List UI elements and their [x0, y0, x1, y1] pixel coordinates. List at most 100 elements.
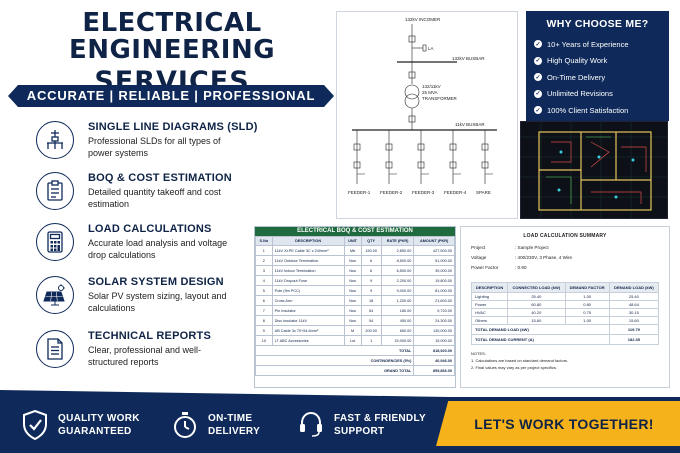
table-cell: Nos	[343, 285, 362, 296]
table-cell: 15,000.00	[413, 335, 455, 346]
service-description: Professional SLDs for all types of power…	[88, 136, 221, 159]
load-calc-header-cell: CONNECTED LOAD (kW)	[507, 282, 566, 293]
table-cell: 51,000.00	[413, 255, 455, 266]
cad-floor-plan	[520, 121, 668, 219]
table-cell: Nos	[343, 295, 362, 306]
service-description: Solar PV system sizing, layout and calcu…	[88, 291, 227, 314]
table-cell: 9	[360, 285, 382, 296]
table-cell: 1.00	[564, 316, 610, 325]
boq-total-value: 859,866.00	[413, 365, 455, 376]
why-item: ✓High Quality Work	[534, 56, 608, 66]
summary-label: TOTAL DEMAND CURRENT (A)	[471, 334, 610, 345]
title-line-1: ELECTRICAL ENGINEERING	[68, 8, 276, 66]
sld-feeder: FEEDER-1	[348, 130, 371, 195]
sld-transformer-label-3: TRANSFORMER	[422, 96, 458, 101]
why-item: ✓100% Client Satisfaction	[534, 105, 629, 115]
boq-total-label: TOTAL	[254, 345, 415, 356]
single-line-diagram-panel: 132kV INCOMER LA 132kV BUSBAR 132/11kV 2…	[336, 11, 518, 219]
table-cell: 54	[360, 305, 382, 316]
boq-header-cell: DESCRIPTION	[271, 236, 345, 246]
table-cell: 6	[360, 265, 382, 276]
service-heading: SOLAR SYSTEM DESIGN	[88, 276, 224, 288]
table-cell: 30.15	[608, 308, 660, 317]
table-cell: 6,500.00	[380, 265, 415, 276]
sld-feeder-label: FEEDER-3	[412, 190, 435, 195]
table-cell: 19,800.00	[413, 275, 455, 286]
table-cell: Others	[470, 316, 509, 325]
boq-total-label: GRAND TOTAL	[254, 365, 415, 376]
load-calc-header-cell: DEMAND LOAD (kW)	[608, 282, 660, 293]
sld-lv-busbar-label: 11kV BUSBAR	[455, 122, 485, 127]
boq-header-cell: RATE (PKR)	[380, 236, 415, 246]
table-cell: 11kV Indoor Termination	[271, 265, 345, 276]
why-title: WHY CHOOSE ME?	[546, 18, 649, 30]
table-cell: 18	[360, 295, 382, 306]
table-cell: 150.00	[360, 245, 382, 256]
boq-header-cell: AMOUNT (PKR)	[413, 236, 455, 246]
load-calc-notes: NOTES: 1. Calculations are based on stan…	[471, 351, 569, 370]
table-cell: 39,000.00	[413, 265, 455, 276]
check-icon: ✓	[534, 56, 542, 65]
table-cell: 8,500.00	[380, 255, 415, 266]
load-calc-info-row: Voltage: 400/230V, 3 Phase, 4 Wire	[471, 255, 573, 260]
check-icon: ✓	[534, 89, 542, 98]
service-description: Detailed quantity takeoff and cost estim…	[88, 187, 221, 210]
table-cell: 4	[255, 275, 273, 286]
load-calc-header-cell: DEMAND FACTOR	[564, 282, 610, 293]
sld-la-label: LA	[428, 46, 434, 51]
table-cell: Power	[470, 300, 509, 309]
table-cell: 60.80	[507, 300, 566, 309]
table-cell: Lot	[343, 335, 362, 346]
why-item: ✓Unlimited Revisions	[534, 89, 613, 99]
table-cell: HVAC	[470, 308, 509, 317]
headset-icon	[296, 408, 326, 442]
boq-header-cell: S.No	[255, 236, 273, 246]
sld-feeder-label: FEEDER-2	[380, 190, 403, 195]
table-cell: 650.00	[380, 325, 415, 336]
table-cell: 21,600.00	[413, 295, 455, 306]
sld-feeder: FEEDER-2	[380, 130, 403, 195]
load-calc-info-row: Power Factor: 0.90	[471, 265, 527, 270]
sld-hv-busbar-label: 132kV BUSBAR	[452, 56, 485, 61]
table-cell: Cross Arm	[271, 295, 345, 306]
table-cell: 130,000.00	[413, 325, 455, 336]
table-cell: 7	[255, 305, 273, 316]
boq-total-label: CONTINGENCIES (5%)	[254, 355, 415, 366]
cta-banner[interactable]: LET'S WORK TOGETHER!	[436, 401, 680, 446]
sld-transformer-label-1: 132/11kV	[422, 84, 441, 89]
table-cell: 1,200.00	[380, 295, 415, 306]
service-description: Accurate load analysis and voltage drop …	[88, 238, 228, 261]
table-cell: 54	[360, 315, 382, 326]
sld-feeder: SPARE	[476, 130, 493, 195]
service-heading: BOQ & COST ESTIMATION	[88, 172, 232, 184]
table-cell: 1	[360, 335, 382, 346]
table-cell: 200.00	[360, 325, 382, 336]
sld-feeder-label: FEEDER-1	[348, 190, 371, 195]
table-cell: 9	[360, 275, 382, 286]
shield-check-icon	[20, 408, 50, 442]
table-cell: 0.80	[564, 300, 610, 309]
table-cell: Nos	[343, 265, 362, 276]
boq-total-row: CONTINGENCIES (5%)40,946.00	[254, 355, 455, 366]
summary-value: 119.79	[608, 324, 660, 335]
load-calc-header-cell: DESCRIPTION	[470, 282, 509, 293]
table-cell: Nos	[343, 315, 362, 326]
table-cell: 40.20	[507, 308, 566, 317]
why-choose-me-panel: WHY CHOOSE ME? ✓10+ Years of Experience …	[526, 11, 669, 121]
check-icon: ✓	[534, 40, 542, 49]
sld-feeder: FEEDER-4	[444, 130, 467, 195]
sld-feeder-label: SPARE	[476, 190, 491, 195]
